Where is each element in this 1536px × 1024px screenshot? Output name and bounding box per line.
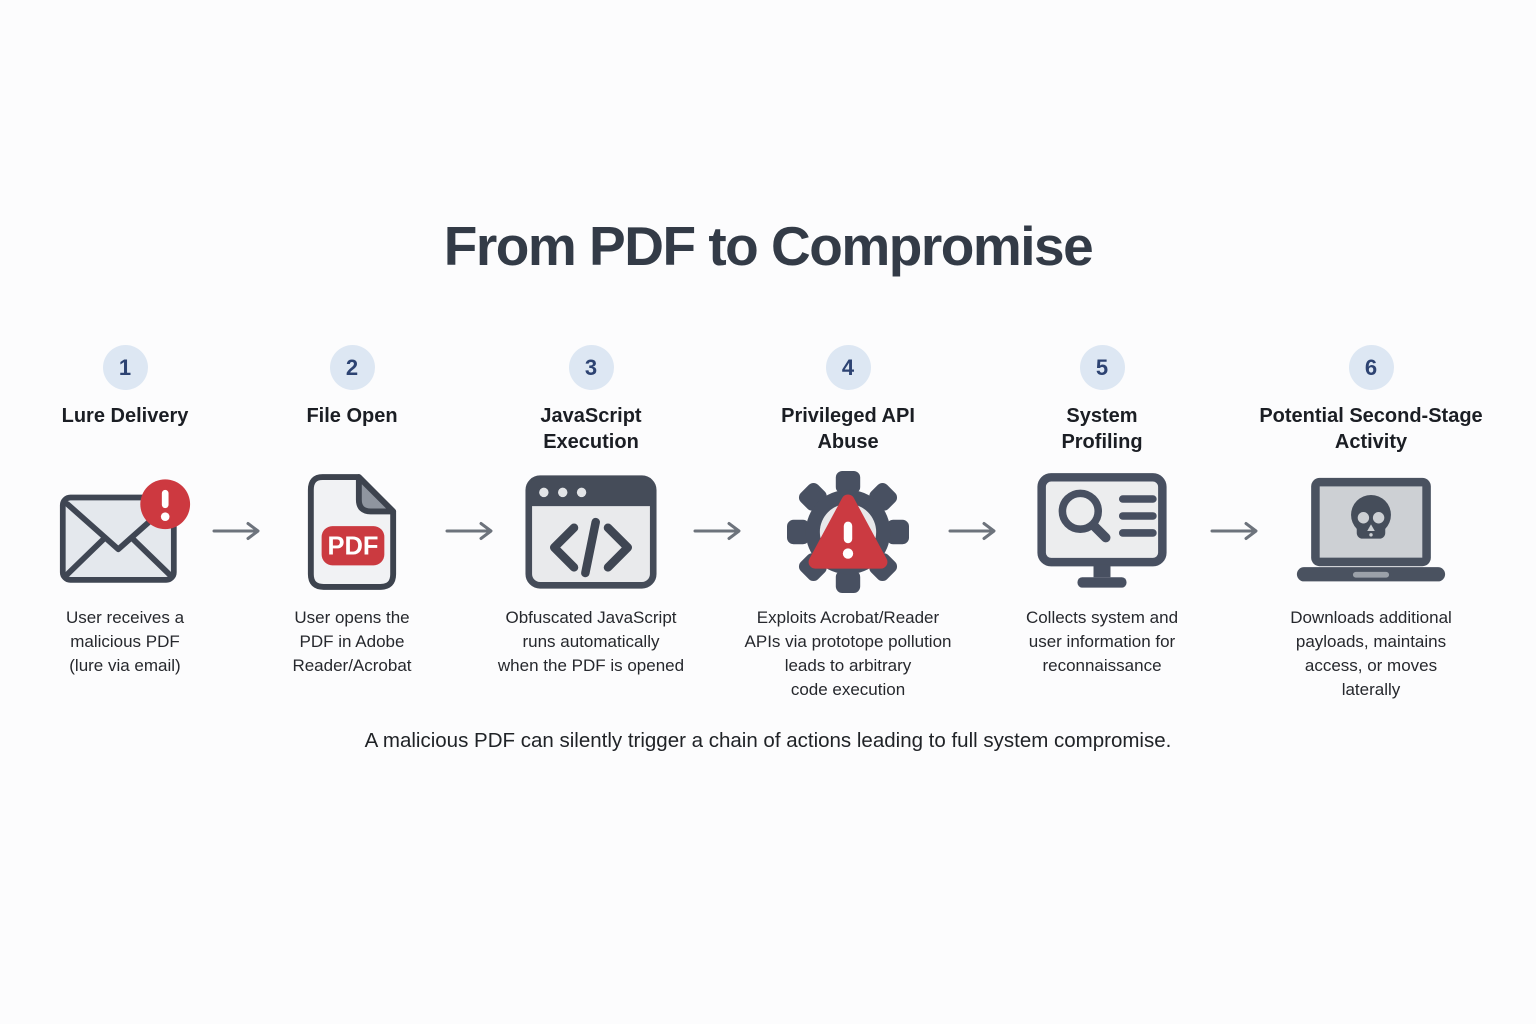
gear-warning-icon [718,458,978,606]
step-description: Exploits Acrobat/Reader APIs via prototo… [744,608,952,700]
arrow-right-icon [693,519,747,543]
step-title: Lure Delivery [61,405,189,427]
step-javascript-execution: 3 JavaScript Execution Obfuscated JavaSc… [476,345,706,678]
step-description: Obfuscated JavaScript runs automatically… [497,608,685,676]
step-title: Potential Second-Stage Activity [1259,405,1483,453]
arrow-right-icon [1210,519,1264,543]
laptop-skull-icon [1241,458,1501,606]
page-title: From PDF to Compromise [443,215,1094,277]
step-number-badge: 4 [825,345,871,390]
step-second-stage-activity: 6 Potential Second-Stage Activity Downlo… [1241,345,1501,703]
step-description: Collects system and user information for… [1025,608,1179,676]
step-number-badge: 3 [568,345,614,390]
footer-caption: A malicious PDF can silently trigger a c… [364,729,1172,752]
step-number-badge: 1 [102,345,148,390]
step-number-badge: 6 [1348,345,1394,390]
step-title: File Open [306,405,398,427]
step-system-profiling: 5 System Profiling Collects system and u… [987,345,1217,678]
arrow-right-icon [948,519,1002,543]
step-description: User opens the PDF in Adobe Reader/Acrob… [292,608,412,676]
step-file-open: 2 File Open PDF User opens the PDF in Ad… [252,345,452,678]
step-title: JavaScript Execution [540,405,642,453]
pdf-file-icon: PDF [252,458,452,606]
step-title: Privileged API Abuse [781,405,915,453]
step-description: User receives a malicious PDF (lure via … [65,608,185,676]
step-privileged-api-abuse: 4 Privileged API Abuse [718,345,978,703]
step-description: Downloads additional payloads, maintains… [1290,608,1452,700]
code-window-icon [476,458,706,606]
step-number-badge: 5 [1079,345,1125,390]
arrow-right-icon [212,519,266,543]
arrow-right-icon [445,519,499,543]
step-number-badge: 2 [329,345,375,390]
pdf-label: PDF [328,533,379,561]
envelope-alert-icon [25,458,225,606]
step-title: System Profiling [1061,405,1143,453]
step-lure-delivery: 1 Lure Delivery User receives a maliciou… [25,345,225,678]
monitor-search-icon [987,458,1217,606]
